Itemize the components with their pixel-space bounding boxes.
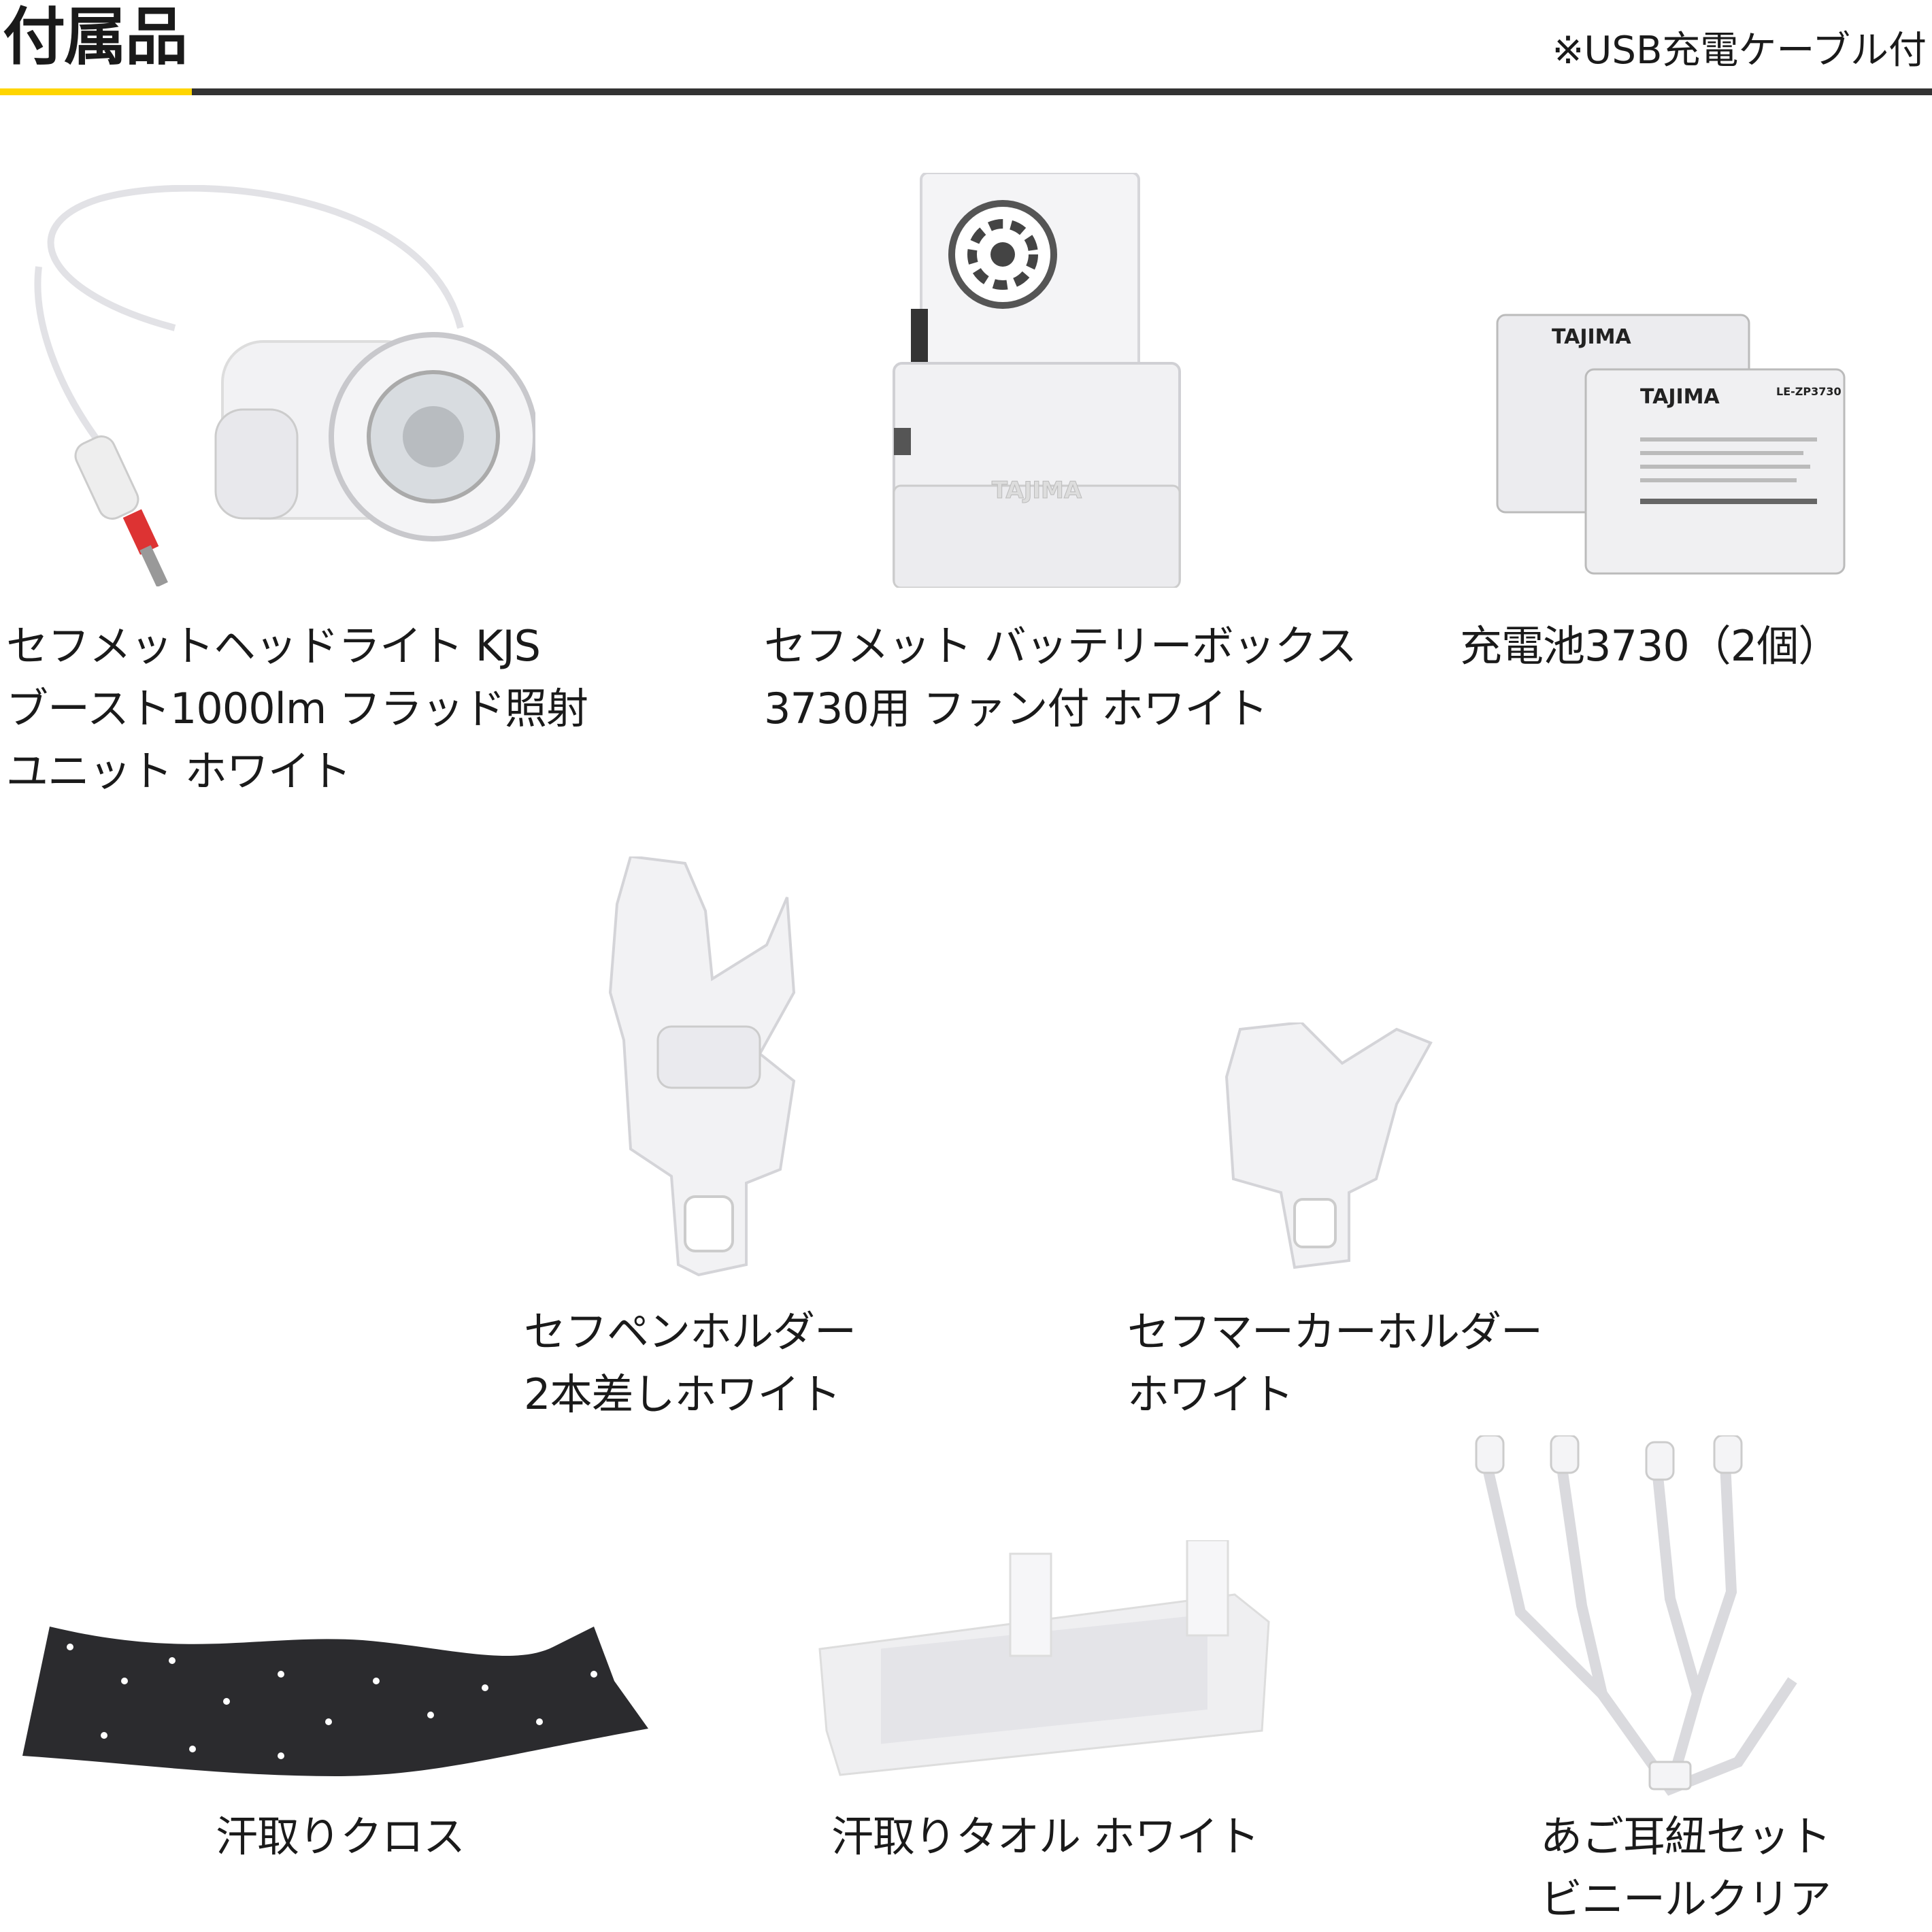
battery-packs-image: TAJIMA TAJIMA LE-ZP3730: [1496, 314, 1846, 575]
battery-box-logo: TAJIMA: [992, 477, 1082, 504]
battery-logo-front: TAJIMA: [1640, 385, 1720, 409]
caption-headlight: セフメットヘッドライト KJS ブースト1000lm フラッド照射 ユニット ホ…: [6, 615, 588, 803]
battery-model-label: LE-ZP3730: [1776, 385, 1842, 398]
chin-strap-image: [1475, 1435, 1797, 1796]
caption-marker-holder: セフマーカーホルダー ホワイト: [1127, 1301, 1543, 1426]
pen-holder-image: [608, 856, 796, 1277]
page-title: 付属品: [3, 1, 188, 73]
caption-line: ブースト1000lm フラッド照射: [6, 684, 588, 733]
sweat-towel-image: [818, 1540, 1270, 1776]
caption-line: 充電池3730（2個）: [1460, 621, 1840, 671]
title-divider-accent: [0, 88, 192, 95]
marker-holder-image: [1225, 1022, 1433, 1269]
caption-line: 2本差しホワイト: [524, 1369, 841, 1419]
caption-battery-packs: 充電池3730（2個）: [1460, 615, 1840, 678]
caption-sweat-cloth: 汗取りクロス: [216, 1805, 465, 1868]
caption-line: セフメットヘッドライト KJS: [6, 621, 541, 671]
sweat-cloth-image: [22, 1627, 648, 1776]
battery-box-image: TAJIMA: [893, 173, 1181, 588]
caption-line: ホワイト: [1127, 1369, 1294, 1419]
caption-line: セフマーカーホルダー: [1127, 1307, 1543, 1356]
caption-line: ビニールクリア: [1540, 1874, 1831, 1924]
title-divider: [0, 88, 1932, 95]
headlight-image: [34, 185, 535, 586]
caption-line: セフメット バッテリーボックス: [764, 621, 1357, 671]
caption-line: セフペンホルダー: [524, 1307, 856, 1356]
caption-sweat-towel: 汗取りタオル ホワイト: [831, 1805, 1260, 1868]
caption-line: 3730用 ファン付 ホワイト: [764, 684, 1268, 733]
caption-line: 汗取りタオル ホワイト: [831, 1812, 1260, 1861]
caption-line: あご耳紐セット: [1540, 1812, 1831, 1861]
caption-line: 汗取りクロス: [216, 1812, 465, 1861]
battery-logo-back: TAJIMA: [1552, 325, 1632, 349]
caption-pen-holder: セフペンホルダー 2本差しホワイト: [524, 1301, 856, 1426]
usb-cable-note: ※USB充電ケーブル付: [1552, 29, 1927, 73]
caption-battery-box: セフメット バッテリーボックス 3730用 ファン付 ホワイト: [764, 615, 1357, 740]
caption-chin-strap: あご耳紐セット ビニールクリア: [1540, 1805, 1831, 1931]
caption-line: ユニット ホワイト: [6, 746, 352, 796]
